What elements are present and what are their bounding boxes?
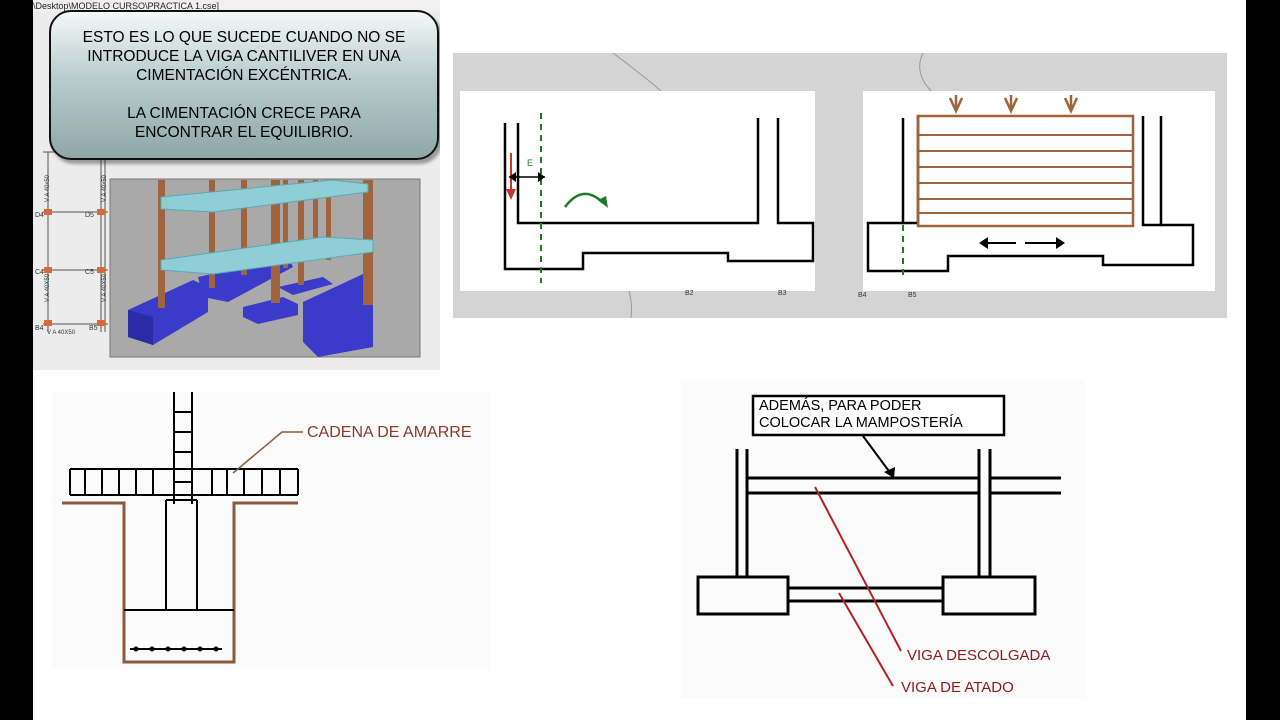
cad-screenshot-panel: \Desktop\MODELO CURSO\PRACTICA 1.cse]	[33, 0, 440, 370]
3d-model-view	[109, 178, 421, 358]
tie-beam-section-panel: CADENA DE AMARRE	[52, 392, 490, 669]
svg-text:B5: B5	[908, 292, 917, 299]
callout-line: CIMENTACIÓN EXCÉNTRICA.	[136, 67, 352, 84]
svg-text:C5: C5	[85, 269, 94, 276]
hanging-beam-label: VIGA DESCOLGADA	[907, 647, 1051, 664]
svg-text:V A 40X50: V A 40X50	[102, 273, 108, 302]
callout-line: ESTO ES LO QUE SUCEDE CUANDO NO SE	[82, 29, 406, 46]
svg-text:B4: B4	[858, 292, 867, 299]
diagram-without-cantilever: E	[460, 91, 815, 291]
svg-text:D4: D4	[35, 212, 44, 219]
eccentricity-label: E	[527, 158, 533, 168]
svg-text:V A 40X50: V A 40X50	[45, 273, 51, 302]
plan-beam-label: V A 40X50	[47, 330, 76, 336]
svg-text:B3: B3	[778, 290, 787, 297]
diagram-enlarged-footing	[863, 91, 1215, 291]
masonry-note: ADEMÁS, PARA PODER COLOCAR LA MAMPOSTERÍ…	[759, 398, 963, 432]
masonry-note-line1: ADEMÁS, PARA PODER	[759, 398, 922, 414]
plan-beam-label-vertical: V A 40x50	[102, 174, 108, 202]
callout-line: LA CIMENTACIÓN CRECE PARA	[127, 105, 361, 122]
svg-text:C4: C4	[35, 269, 44, 276]
eccentric-footing-panel: E	[453, 53, 1227, 318]
svg-text:B4: B4	[35, 325, 44, 332]
svg-text:B5: B5	[89, 325, 98, 332]
tie-beam-label: CADENA DE AMARRE	[307, 424, 472, 441]
plan-beam-label-vertical: V A 40x50	[45, 174, 51, 202]
callout-line: ENCONTRAR EL EQUILIBRIO.	[134, 124, 354, 141]
masonry-section-panel: ADEMÁS, PARA PODER COLOCAR LA MAMPOSTERÍ…	[681, 381, 1085, 698]
eccentric-footing-drawing: E	[453, 53, 1227, 318]
explanation-callout: ESTO ES LO QUE SUCEDE CUANDO NO SE INTRO…	[49, 10, 439, 160]
masonry-section-drawing	[696, 394, 1061, 687]
masonry-note-line2: COLOCAR LA MAMPOSTERÍA	[759, 415, 963, 431]
callout-line: INTRODUCE LA VIGA CANTILIVER EN UNA	[87, 48, 401, 65]
svg-text:B2: B2	[685, 290, 694, 297]
tie-beam-label-2: VIGA DE ATADO	[901, 679, 1014, 696]
slide-canvas: \Desktop\MODELO CURSO\PRACTICA 1.cse]	[33, 0, 1246, 720]
window-titlebar: \Desktop\MODELO CURSO\PRACTICA 1.cse]	[33, 0, 440, 12]
tie-beam-section-drawing	[62, 392, 303, 664]
svg-text:D5: D5	[85, 212, 94, 219]
